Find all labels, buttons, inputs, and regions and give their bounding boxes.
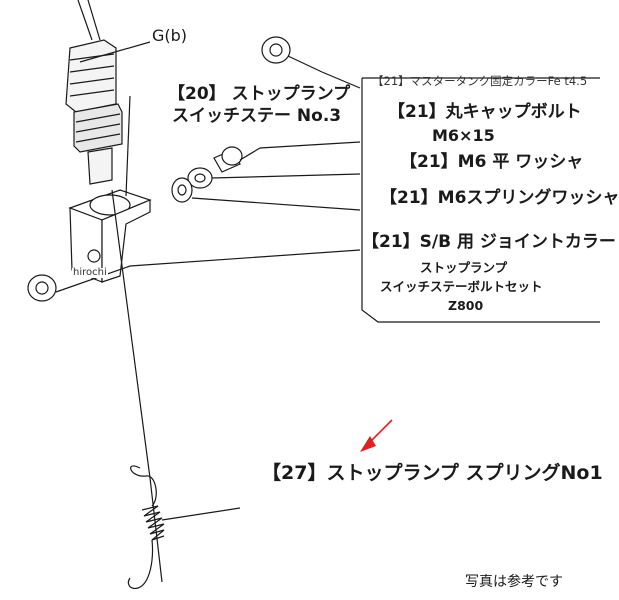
diagram-artwork <box>27 0 600 589</box>
master-tank-collar <box>261 36 291 64</box>
label-master-tank-collar: 【21】マスタータンク固定カラーFe t4.5 <box>372 74 588 88</box>
stop-lamp-switch <box>65 39 123 185</box>
label-bolt-set-line3: Z800 <box>448 298 484 313</box>
photo-note: 写真は参考です <box>465 574 563 590</box>
leader-cap-bolt <box>239 141 361 161</box>
leader-joint-collar <box>55 249 361 293</box>
cap-bolt <box>213 146 243 173</box>
switch-cable <box>77 0 93 41</box>
leader-spring-washer <box>191 197 361 211</box>
bolt-set-frame <box>361 77 600 323</box>
switch-stay-bracket <box>68 189 152 283</box>
label-flat-washer: 【21】M6 平 ワッシャ <box>400 152 584 172</box>
watermark: hirochi <box>72 267 108 278</box>
leader-stay <box>125 95 131 197</box>
label-part20-line2: スイッチステー No.3 <box>172 106 342 126</box>
label-bolt-set-line2: スイッチステーボルトセット <box>380 279 543 294</box>
leader-master-collar <box>287 55 361 89</box>
label-joint-collar: 【21】S/B 用 ジョイントカラー <box>362 232 616 252</box>
label-cap-bolt: 【21】丸キャップボルト <box>388 102 582 122</box>
label-bolt-set-line1: ストップランプ <box>420 260 508 275</box>
leader-g <box>79 41 151 63</box>
joint-collar <box>27 274 57 302</box>
parts-diagram: G(b) 【20】 ストップランプ スイッチステー No.3 【21】マスタータ… <box>27 0 619 590</box>
label-spring-washer: 【21】M6スプリングワッシャ <box>380 188 619 208</box>
lower-cable <box>111 189 151 479</box>
leader-flat-washer <box>211 173 361 179</box>
red-arrow <box>360 419 393 452</box>
switch-cable-2 <box>87 0 101 41</box>
label-bolt-size: M6×15 <box>432 126 495 145</box>
return-spring <box>127 465 165 589</box>
label-part27-spring: 【27】ストップランプ スプリングNo1 <box>262 462 603 484</box>
leader-spring <box>161 507 241 521</box>
spring-washer <box>171 177 193 203</box>
label-part20-line1: 【20】 ストップランプ <box>168 84 351 104</box>
label-g-b: G(b) <box>152 26 188 45</box>
